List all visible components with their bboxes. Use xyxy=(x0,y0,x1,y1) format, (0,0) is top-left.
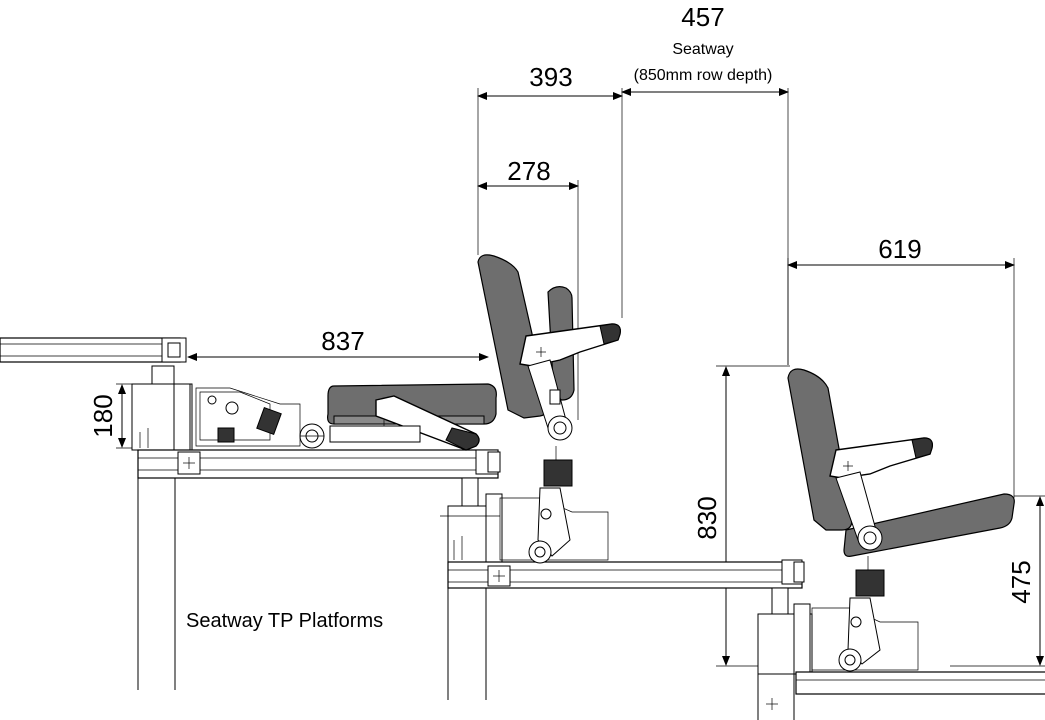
dimension-lines xyxy=(116,88,1045,667)
dim-837: 837 xyxy=(321,326,364,356)
dim-457: 457 xyxy=(681,2,724,32)
dim-seatway-label: Seatway xyxy=(672,41,733,58)
platform-tier-1 xyxy=(131,365,501,690)
seat-row-3 xyxy=(787,368,1015,597)
dim-180: 180 xyxy=(88,394,118,437)
platform-tier-3 xyxy=(757,587,1045,720)
platform-beam-top-left xyxy=(0,337,187,363)
dim-row-depth-label: (850mm row depth) xyxy=(634,67,773,84)
dim-278: 278 xyxy=(507,156,550,186)
dim-830: 830 xyxy=(692,496,722,539)
dim-393: 393 xyxy=(529,62,572,92)
seat-row-2 xyxy=(477,254,622,487)
dim-619: 619 xyxy=(878,234,921,264)
dimension-labels: 457 Seatway (850mm row depth) 393 278 61… xyxy=(88,2,1036,632)
seat-row-1 xyxy=(327,383,497,451)
platform-tier-2 xyxy=(440,477,805,700)
dim-475: 475 xyxy=(1006,560,1036,603)
diagram-caption: Seatway TP Platforms xyxy=(186,610,383,632)
